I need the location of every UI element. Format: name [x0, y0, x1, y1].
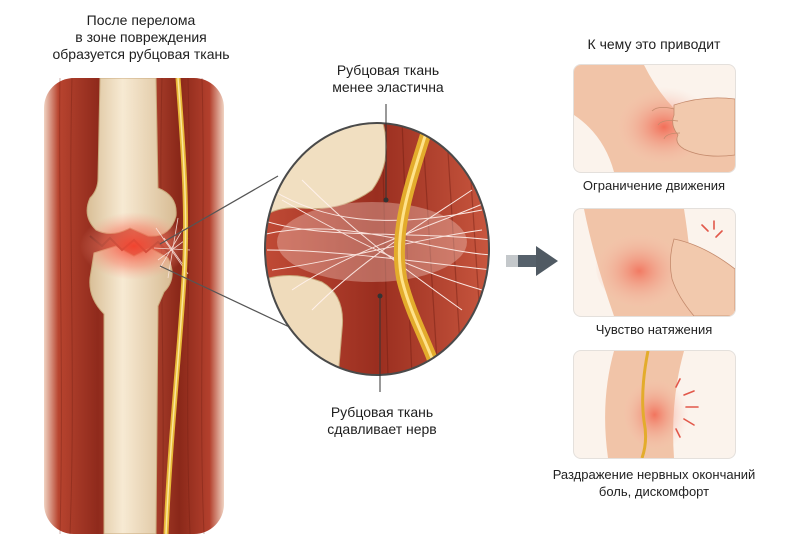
left-caption-line: образуется рубцовая ткань — [52, 46, 230, 62]
left-caption-line: в зоне повреждения — [75, 29, 207, 45]
effect-label-line: Раздражение нервных окончаний — [552, 467, 756, 482]
effect-label-line: боль, дискомфорт — [598, 484, 710, 499]
right-title: К чему это приводит — [587, 36, 721, 52]
effect-label-tension: Чувство натяжения — [595, 322, 713, 337]
magnified-view — [262, 120, 492, 378]
tension-lines-icon — [701, 220, 723, 238]
left-caption: После перелома в зоне повреждения образу… — [46, 12, 236, 63]
bottom-callout-line: сдавливает нерв — [327, 421, 437, 437]
effect-label-movement-limit: Ограничение движения — [582, 178, 726, 193]
hand-holding-knee-icon — [651, 97, 735, 157]
bottom-callout: Рубцовая ткань сдавливает нерв — [312, 404, 452, 438]
nerve-line-icon — [640, 351, 650, 458]
top-callout: Рубцовая ткань менее эластична — [318, 62, 458, 96]
injury-glow — [80, 212, 188, 280]
top-callout-line: Рубцовая ткань — [336, 62, 440, 78]
effect-panel-tension — [573, 208, 736, 317]
bottom-callout-line: Рубцовая ткань — [330, 404, 434, 420]
leg-illustration — [38, 77, 230, 535]
top-callout-line: менее эластична — [332, 79, 444, 95]
effect-label-nerve-irritation: Раздражение нервных окончаний боль, диск… — [536, 466, 772, 500]
effect-panel-nerve-irritation — [573, 350, 736, 459]
pain-rays-icon — [675, 378, 699, 438]
left-caption-line: После перелома — [86, 12, 196, 28]
arrow-right-icon — [506, 246, 558, 276]
magnified-scar-tissue — [265, 179, 489, 311]
hand-on-knee-icon — [670, 238, 735, 316]
effect-panel-movement-limit — [573, 64, 736, 173]
muscle-fibers — [59, 77, 205, 535]
